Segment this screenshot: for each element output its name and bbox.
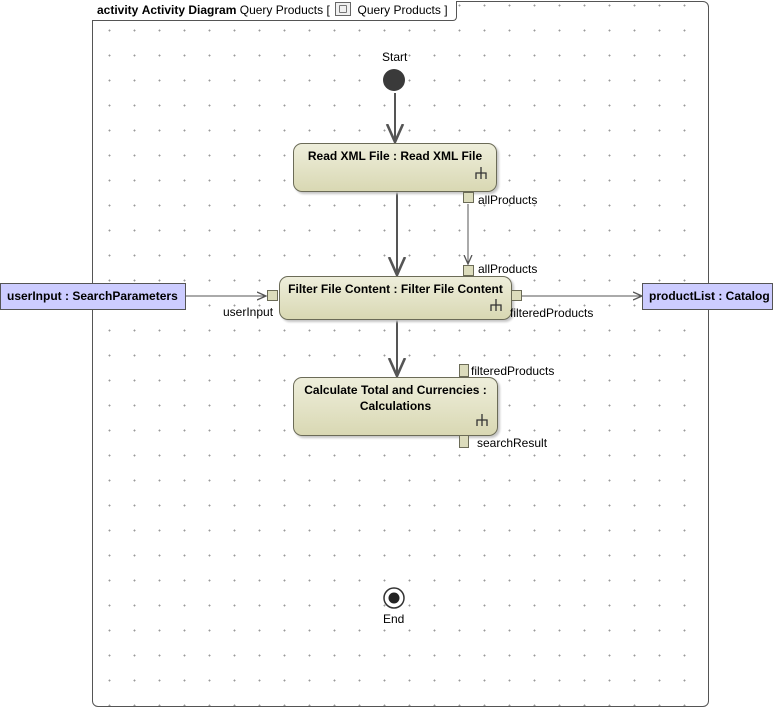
pin-read-allproducts-out[interactable] [463, 192, 474, 203]
action-read-xml-file[interactable]: Read XML File : Read XML File [293, 143, 497, 192]
pin-calc-filteredproducts-in[interactable] [459, 364, 469, 377]
behavior-name: Query Products [357, 3, 441, 17]
diagram-type: Activity Diagram [141, 3, 237, 17]
diagram-header: activity Activity Diagram Query Products… [92, 1, 457, 21]
object-node-productlist[interactable]: productList : Catalog [642, 283, 773, 310]
rake-icon [490, 299, 502, 311]
rake-icon [475, 167, 487, 179]
action-read-xml-label: Read XML File : Read XML File [307, 149, 483, 163]
activity-frame [92, 1, 709, 707]
bracket-open: [ [326, 3, 330, 17]
pin-filter-userinput-in[interactable] [267, 290, 278, 301]
action-calculate-totals[interactable]: Calculate Total and Currencies : Calcula… [293, 377, 498, 436]
pin-label-allproducts-in: allProducts [478, 262, 538, 276]
bracket-close: ] [444, 3, 448, 17]
action-filter-file-content[interactable]: Filter File Content : Filter File Conten… [279, 276, 512, 320]
activity-diagram-icon [335, 2, 352, 16]
action-calculate-label: Calculate Total and Currencies : Calcula… [304, 383, 487, 413]
action-filter-label: Filter File Content : Filter File Conten… [288, 282, 503, 296]
initial-node [383, 69, 405, 91]
diagram-kind: activity [97, 3, 139, 17]
pin-calc-searchresult-out[interactable] [459, 435, 469, 448]
pin-label-searchresult: searchResult [477, 436, 548, 450]
pin-label-allproducts-out: allProducts [478, 193, 538, 207]
end-label: End [383, 612, 405, 626]
object-node-userinput[interactable]: userInput : SearchParameters [0, 283, 186, 310]
pin-label-userinput: userInput [223, 305, 274, 319]
pin-label-filteredproducts-in: filteredProducts [471, 364, 555, 378]
rake-icon [476, 414, 488, 426]
final-node-inner [388, 592, 400, 604]
diagram-name: Query Products [239, 3, 324, 17]
start-label: Start [382, 50, 408, 64]
pin-filter-allproducts-in[interactable] [463, 265, 474, 276]
pin-label-filteredproducts-out: filteredProducts [510, 306, 594, 320]
pin-filter-filteredproducts-out[interactable] [511, 290, 522, 301]
